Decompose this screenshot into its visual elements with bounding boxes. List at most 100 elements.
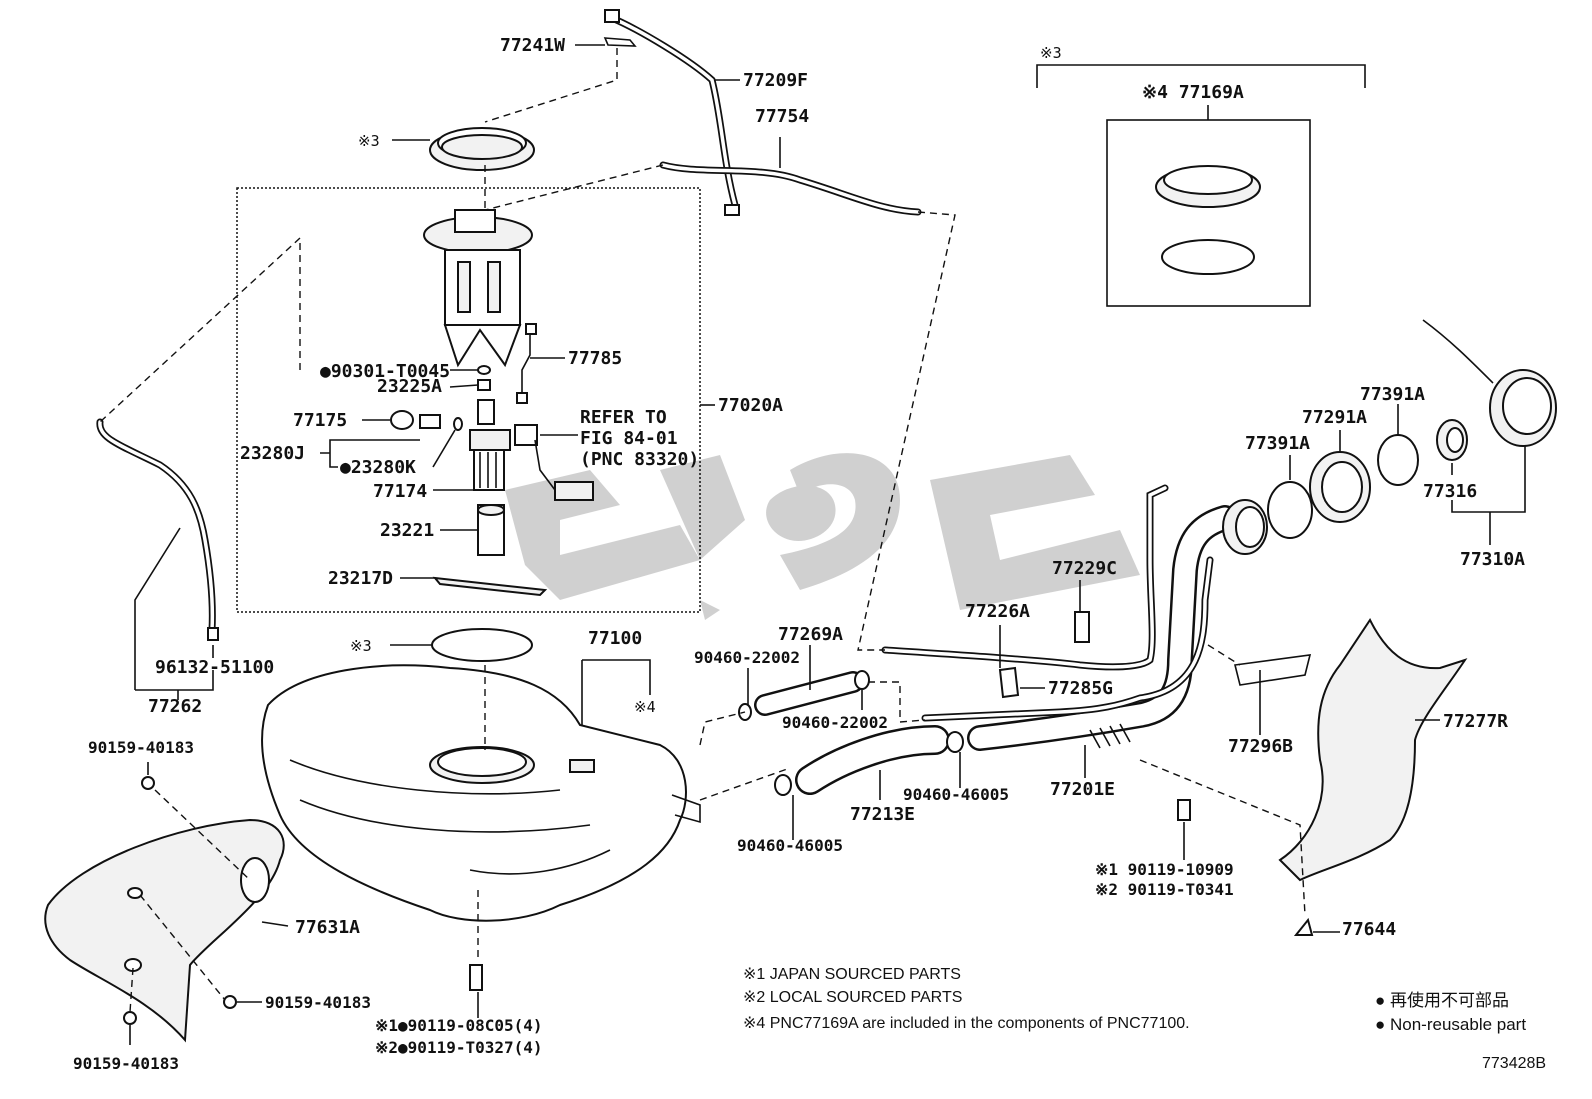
fuel-pump-module [423, 209, 533, 368]
mark3-group-bracket [1036, 64, 1366, 88]
ring-kit-parts [1155, 165, 1261, 275]
clip-77241W [603, 37, 637, 47]
label-90119-T0341: ※2 90119-T0341 [1095, 880, 1234, 899]
label-77100: 77100 [588, 628, 642, 649]
label-77277R: 77277R [1443, 711, 1508, 732]
callout-labels: 77241W 77209F 77754 ※3 ※3 ※4 77169A ●903… [73, 35, 1525, 1073]
leader-lines [129, 44, 1526, 1045]
note-japan-sourced: ※1 JAPAN SOURCED PARTS [743, 966, 961, 983]
note-local-sourced: ※2 LOCAL SOURCED PARTS [743, 989, 962, 1006]
legend: ● 再使用不可部品 ● Non-reusable part [1375, 990, 1526, 1034]
diagram-id: 773428B [1482, 1055, 1546, 1072]
label-77391A-right: 77391A [1360, 384, 1425, 405]
filter-23217D [432, 576, 548, 597]
pump-module-group-box [236, 187, 701, 613]
label-77241W: 77241W [500, 35, 565, 56]
label-90119-T0327: ※2●90119-T0327(4) [375, 1038, 543, 1057]
label-90119-10909: ※1 90119-10909 [1095, 860, 1234, 879]
label-77020A: 77020A [718, 395, 783, 416]
fuel-filter-77174 [469, 399, 538, 491]
assembly-line-3 [99, 236, 301, 423]
tube-connector-77209F [724, 204, 740, 216]
part-23225A [477, 379, 491, 391]
label-77631A: 77631A [295, 917, 360, 938]
label-90460-46005-right: 90460-46005 [903, 785, 1009, 804]
legend-non-reusable-jp: ● 再使用不可部品 [1375, 990, 1509, 1010]
label-90159-40183-right: 90159-40183 [265, 993, 371, 1012]
heat-insulator [44, 818, 285, 1043]
label-90159-40183-top: 90159-40183 [88, 738, 194, 757]
label-77285G: 77285G [1048, 678, 1113, 699]
label-77201E: 77201E [1050, 779, 1115, 800]
bracket-77296B [1234, 654, 1312, 686]
assembly-line-1 [484, 48, 618, 123]
label-90119-08C05: ※1●90119-08C05(4) [375, 1016, 543, 1035]
assembly-line-7 [699, 767, 791, 801]
label-23280J: 23280J [240, 443, 305, 464]
label-90159-40183-bottom: 90159-40183 [73, 1054, 179, 1073]
tube-end-77209F [604, 9, 620, 23]
label-77316: 77316 [1423, 481, 1477, 502]
retainer-ring-top [429, 127, 535, 171]
part-23280K [453, 417, 463, 431]
fuel-tank [261, 664, 701, 922]
wire-harness [521, 330, 531, 395]
assembly-line-14 [1139, 759, 1306, 916]
label-23225A: 23225A [377, 376, 442, 397]
wire-connector-top [525, 323, 537, 335]
label-refer-pnc: (PNC 83320) [580, 449, 699, 470]
label-refer-fig: FIG 84-01 [580, 428, 678, 449]
label-77229C: 77229C [1052, 558, 1117, 579]
hose-clamps [738, 670, 964, 796]
assembly-line-5 [857, 211, 956, 651]
label-77785: 77785 [568, 348, 622, 369]
label-90301-T0045: ●90301-T0045 [320, 361, 450, 382]
clip-77285G [998, 666, 1020, 699]
label-refer-to: REFER TO [580, 407, 667, 428]
vent-tube-77262 [96, 418, 216, 634]
label-23280K: ●23280K [340, 457, 416, 478]
filler-neck-77291A [1309, 451, 1371, 523]
footnotes: ※1 JAPAN SOURCED PARTS ※2 LOCAL SOURCED … [743, 966, 1190, 1032]
label-90460-22002-top: 90460-22002 [694, 648, 800, 667]
wire-connector-bottom [516, 392, 528, 404]
assembly-line-12 [129, 967, 134, 1013]
label-77213E: 77213E [850, 804, 915, 825]
ring-77316 [1436, 419, 1468, 461]
label-77754: 77754 [755, 106, 809, 127]
assembly-line-11 [139, 894, 226, 1001]
clip-96132 [207, 627, 219, 641]
protector-77277R [1278, 618, 1468, 882]
label-77209F: 77209F [743, 70, 808, 91]
label-77174: 77174 [373, 481, 427, 502]
fuel-cap-77310A [1422, 319, 1557, 447]
label-77291A: 77291A [1302, 407, 1367, 428]
connector-77229C [1074, 611, 1090, 643]
label-90460-22002-bottom: 90460-22002 [782, 713, 888, 732]
o-ring-90301 [477, 365, 491, 375]
label-77391A-left: 77391A [1245, 433, 1310, 454]
assembly-line-10 [154, 789, 251, 881]
label-23221: 23221 [380, 520, 434, 541]
label-77310A: 77310A [1460, 549, 1525, 570]
gasket-77391A-left [1267, 481, 1313, 539]
part-77175 [390, 410, 414, 430]
watermark-logo [505, 453, 1140, 620]
sender-gauge [534, 439, 594, 501]
label-77269A: 77269A [778, 624, 843, 645]
label-mark3-group: ※3 [1040, 44, 1062, 62]
assembly-line-15 [1207, 644, 1241, 666]
bolts [123, 776, 1314, 1025]
fuel-pump-23221 [477, 504, 505, 556]
label-77175: 77175 [293, 410, 347, 431]
label-90460-46005-left: 90460-46005 [737, 836, 843, 855]
assembly-line-4 [484, 164, 664, 211]
label-23217D: 23217D [328, 568, 393, 589]
legend-non-reusable-en: ● Non-reusable part [1375, 1015, 1526, 1034]
label-mark3-gasket: ※3 [350, 637, 372, 655]
filler-pipe [967, 499, 1268, 751]
assembly-line-8 [699, 711, 746, 746]
note-pnc-included: ※4 PNC77169A are included in the compone… [743, 1015, 1190, 1032]
label-77169A: ※4 77169A [1142, 82, 1244, 103]
